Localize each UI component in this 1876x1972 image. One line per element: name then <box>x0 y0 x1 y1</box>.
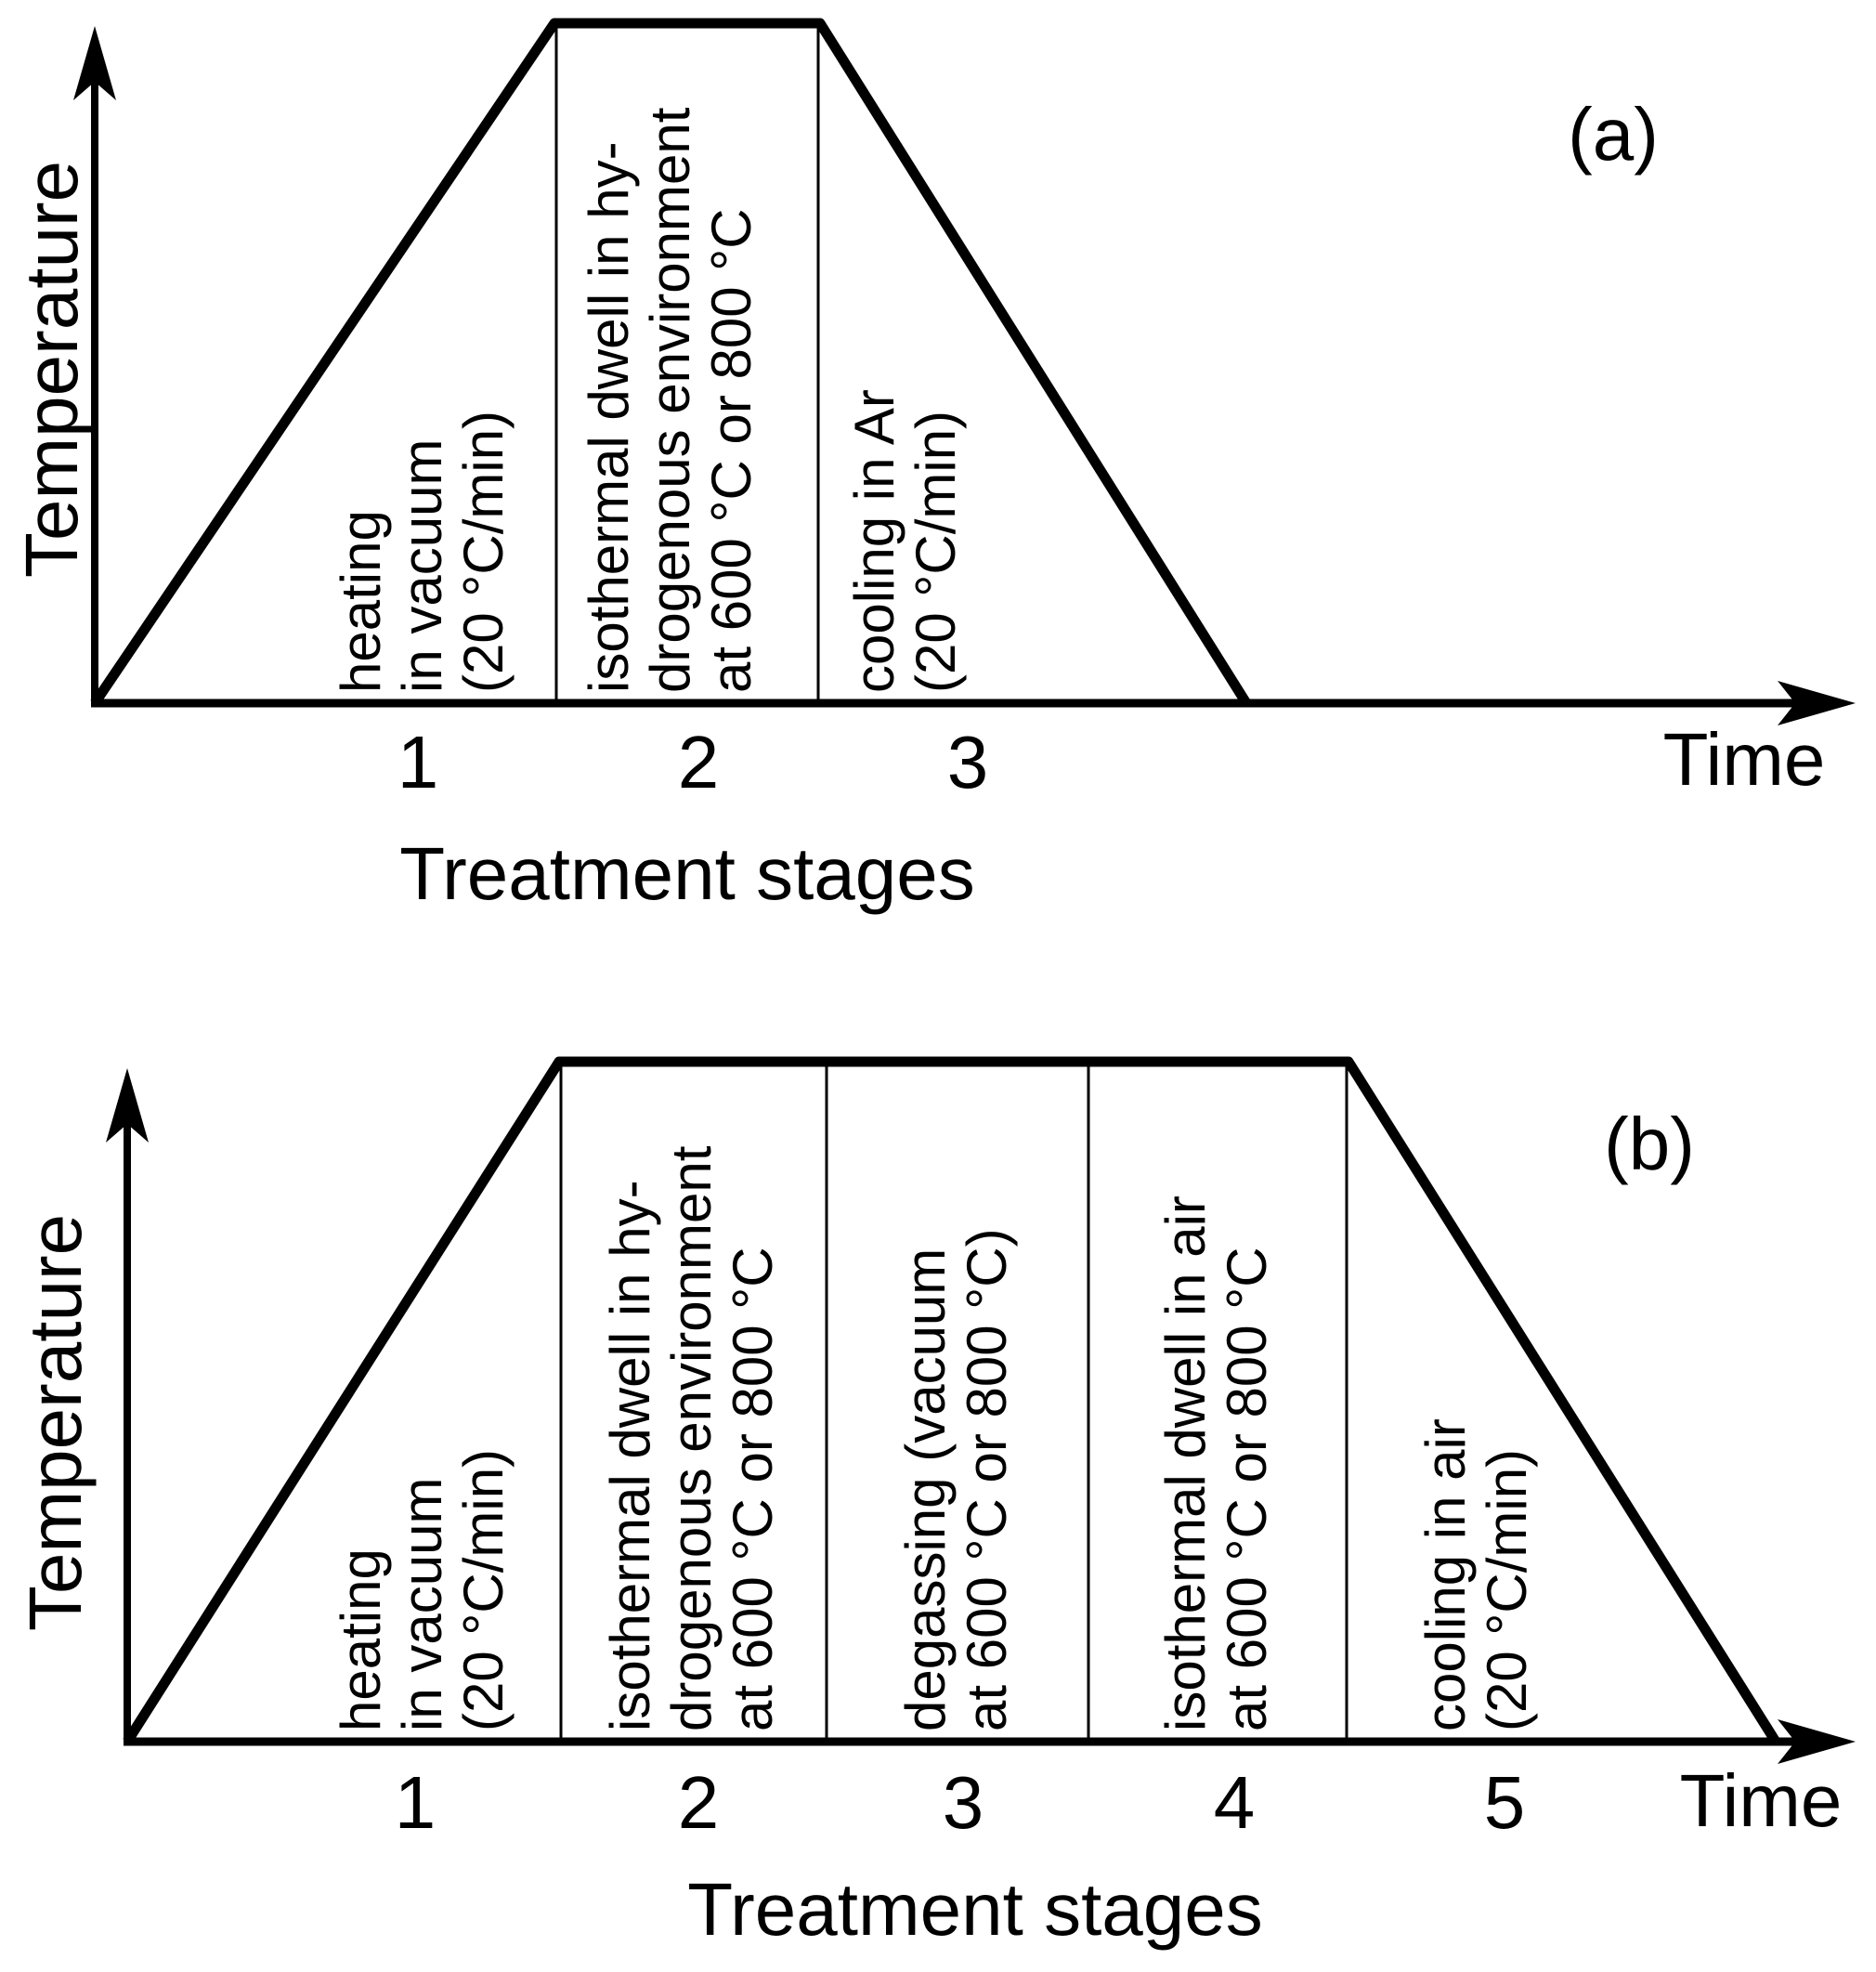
stage-label: heating in vacuum (20 °C/min) <box>330 410 515 693</box>
panel-b-stage-2-number: 2 <box>677 1761 720 1844</box>
panel-a-stage-1-number: 1 <box>397 721 439 803</box>
panel-a-geometry <box>73 18 1856 725</box>
panel-a-y-axis-arrowhead <box>73 26 116 100</box>
panel-a-stage-2-number: 2 <box>677 721 720 803</box>
y-axis-label: Temperature <box>14 1213 97 1631</box>
panel-a-temperature-profile <box>90 18 1251 707</box>
panel-b-temperature-profile <box>123 1056 1780 1744</box>
stage-label: isothermal dwell in air at 600 °C or 800… <box>1154 1195 1278 1731</box>
panel-b-stage-3-number: 3 <box>942 1761 984 1844</box>
panel-a-stage-3-number: 3 <box>946 721 989 803</box>
panel-b-x-axis-arrowhead <box>1778 1719 1856 1764</box>
stage-label: degassing (vacuum at 600 °C or 800 °C) <box>894 1228 1018 1731</box>
panel-b-letter: (b) <box>1604 1103 1695 1185</box>
panel-a-x-axis-label: Time <box>1662 718 1826 801</box>
panel-a-caption: Treatment stages <box>399 832 975 915</box>
stage-label: heating in vacuum (20 °C/min) <box>330 1448 515 1731</box>
stage-label: isothermal dwell in hy- drogenous enviro… <box>578 107 762 693</box>
panel-b-geometry <box>106 1056 1856 1764</box>
stage-label: cooling in air (20 °C/min) <box>1414 1418 1538 1731</box>
panel-b-caption: Treatment stages <box>687 1868 1263 1951</box>
panel-b-x-axis-label: Time <box>1679 1759 1843 1842</box>
stage-label: cooling in Ar (20 °C/min) <box>843 389 967 693</box>
panel-b-y-axis-arrowhead <box>106 1068 149 1143</box>
panel-b-stage-4-number: 4 <box>1213 1761 1256 1844</box>
panel-b-stage-1-number: 1 <box>394 1761 436 1844</box>
panel-a-letter: (a) <box>1568 93 1659 176</box>
panel-a-x-axis-arrowhead <box>1778 681 1856 725</box>
y-axis-label: Temperature <box>10 160 93 578</box>
stage-label: isothermal dwell in hy- drogenous enviro… <box>599 1145 784 1731</box>
panel-b-stage-5-number: 5 <box>1483 1761 1526 1844</box>
